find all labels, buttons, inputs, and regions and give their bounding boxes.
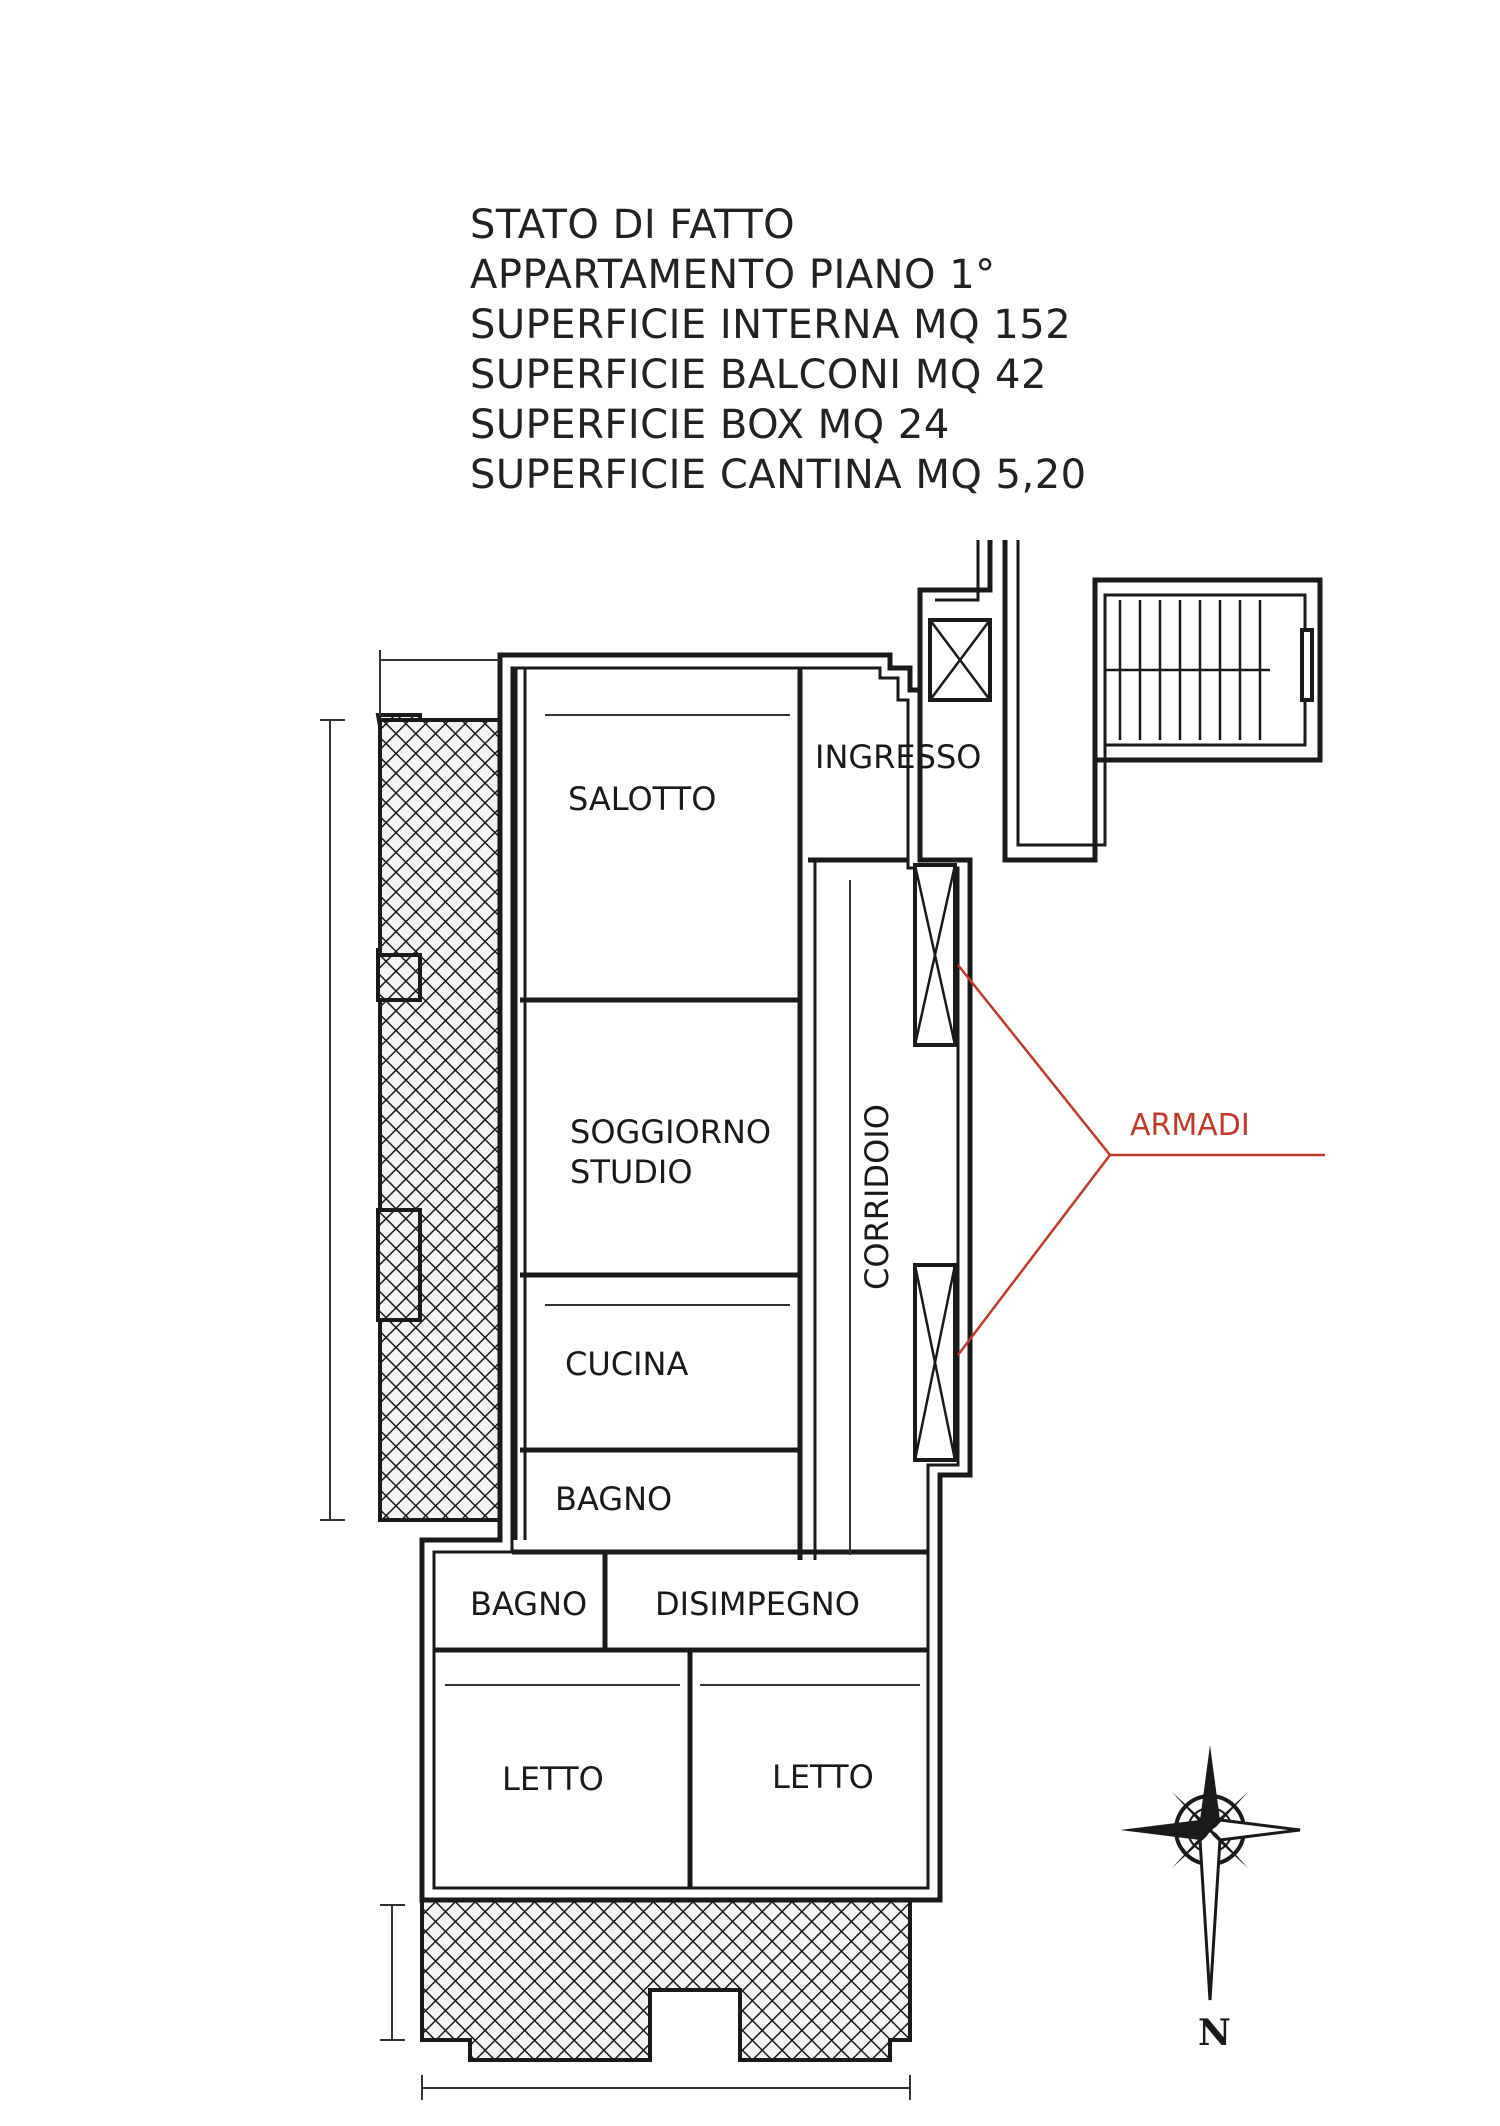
room-label-bagno-small: BAGNO bbox=[470, 1585, 587, 1623]
room-label-salotto: SALOTTO bbox=[568, 780, 716, 818]
stair-landing-wall bbox=[917, 540, 1323, 863]
room-label-letto-1: LETTO bbox=[502, 1760, 604, 1798]
armadi-label: ARMADI bbox=[1130, 1108, 1250, 1143]
header-line-balcony-area: SUPERFICIE BALCONI MQ 42 bbox=[470, 352, 1047, 398]
stair-steps bbox=[1105, 600, 1314, 740]
header-line-apartment: APPARTAMENTO PIANO 1° bbox=[470, 252, 996, 298]
room-label-disimpegno: DISIMPEGNO bbox=[655, 1585, 860, 1623]
room-label-studio: STUDIO bbox=[570, 1153, 693, 1191]
balcony-left-main bbox=[378, 718, 502, 1522]
room-label-soggiorno: SOGGIORNO bbox=[570, 1113, 771, 1151]
partitions bbox=[434, 668, 928, 1888]
room-label-bagno: BAGNO bbox=[555, 1480, 672, 1518]
room-label-corridoio: CORRIDOIO bbox=[858, 1104, 896, 1290]
stair-landing-wall-inner bbox=[935, 540, 1307, 847]
plan-header: STATO DI FATTO APPARTAMENTO PIANO 1° SUP… bbox=[470, 200, 1190, 500]
header-line-box-area: SUPERFICIE BOX MQ 24 bbox=[470, 402, 950, 448]
header-line-status: STATO DI FATTO bbox=[470, 202, 796, 248]
balcony-bottom bbox=[420, 1898, 912, 2062]
shaft bbox=[928, 618, 992, 702]
room-label-cucina: CUCINA bbox=[565, 1345, 688, 1383]
compass-rose: N bbox=[1120, 1745, 1301, 2054]
outer-wall-inner bbox=[432, 666, 960, 1890]
compass-north-label: N bbox=[1198, 2012, 1231, 2054]
header-line-internal-area: SUPERFICIE INTERNA MQ 152 bbox=[470, 302, 1072, 348]
outer-wall bbox=[419, 652, 973, 1903]
dimension-lines bbox=[320, 650, 920, 2100]
wardrobe-lower bbox=[913, 1263, 957, 1462]
wardrobe-upper bbox=[913, 863, 957, 1047]
room-label-ingresso: INGRESSO bbox=[815, 738, 981, 776]
room-label-letto-2: LETTO bbox=[772, 1758, 874, 1796]
header-line-cellar-area: SUPERFICIE CANTINA MQ 5,20 bbox=[470, 452, 1087, 498]
armadi-callout: ARMADI bbox=[957, 964, 1325, 1356]
